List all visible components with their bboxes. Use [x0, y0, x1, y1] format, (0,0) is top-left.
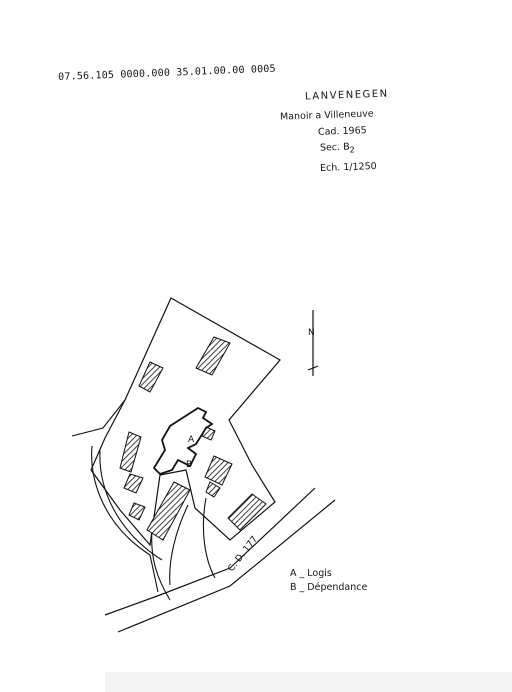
road-label: C. D. 177 [226, 535, 260, 574]
scan-edge-band [105, 672, 512, 692]
lane-left [151, 529, 171, 601]
road-cd177-north-edge [104, 487, 316, 616]
lane-right [202, 497, 216, 579]
legend-dependance: B _ Dépendance [290, 582, 368, 593]
building-south-west-2 [128, 502, 146, 521]
west-road-edge-outer [91, 445, 159, 593]
building-long-south [146, 481, 191, 541]
lane-middle [169, 504, 189, 586]
building-nw [138, 361, 164, 393]
left-boundary-line [71, 399, 126, 437]
building-southeast [227, 493, 267, 531]
west-road-edge-inner [99, 449, 163, 561]
building-west [119, 431, 142, 473]
building-b-label: B [186, 460, 192, 470]
north-arrow-icon [307, 310, 319, 376]
building-a-label: A [188, 435, 195, 445]
legend-logis: A _ Logis [290, 568, 332, 579]
building-east-small [205, 481, 221, 498]
north-label: N [308, 328, 315, 338]
building-small-a [201, 426, 216, 441]
road-cd177-south-edge [117, 499, 336, 633]
building-north [195, 336, 231, 376]
main-house-outline [152, 406, 214, 476]
parcel-boundary [90, 297, 281, 547]
building-east [204, 455, 233, 486]
building-south-west-1 [123, 473, 144, 494]
